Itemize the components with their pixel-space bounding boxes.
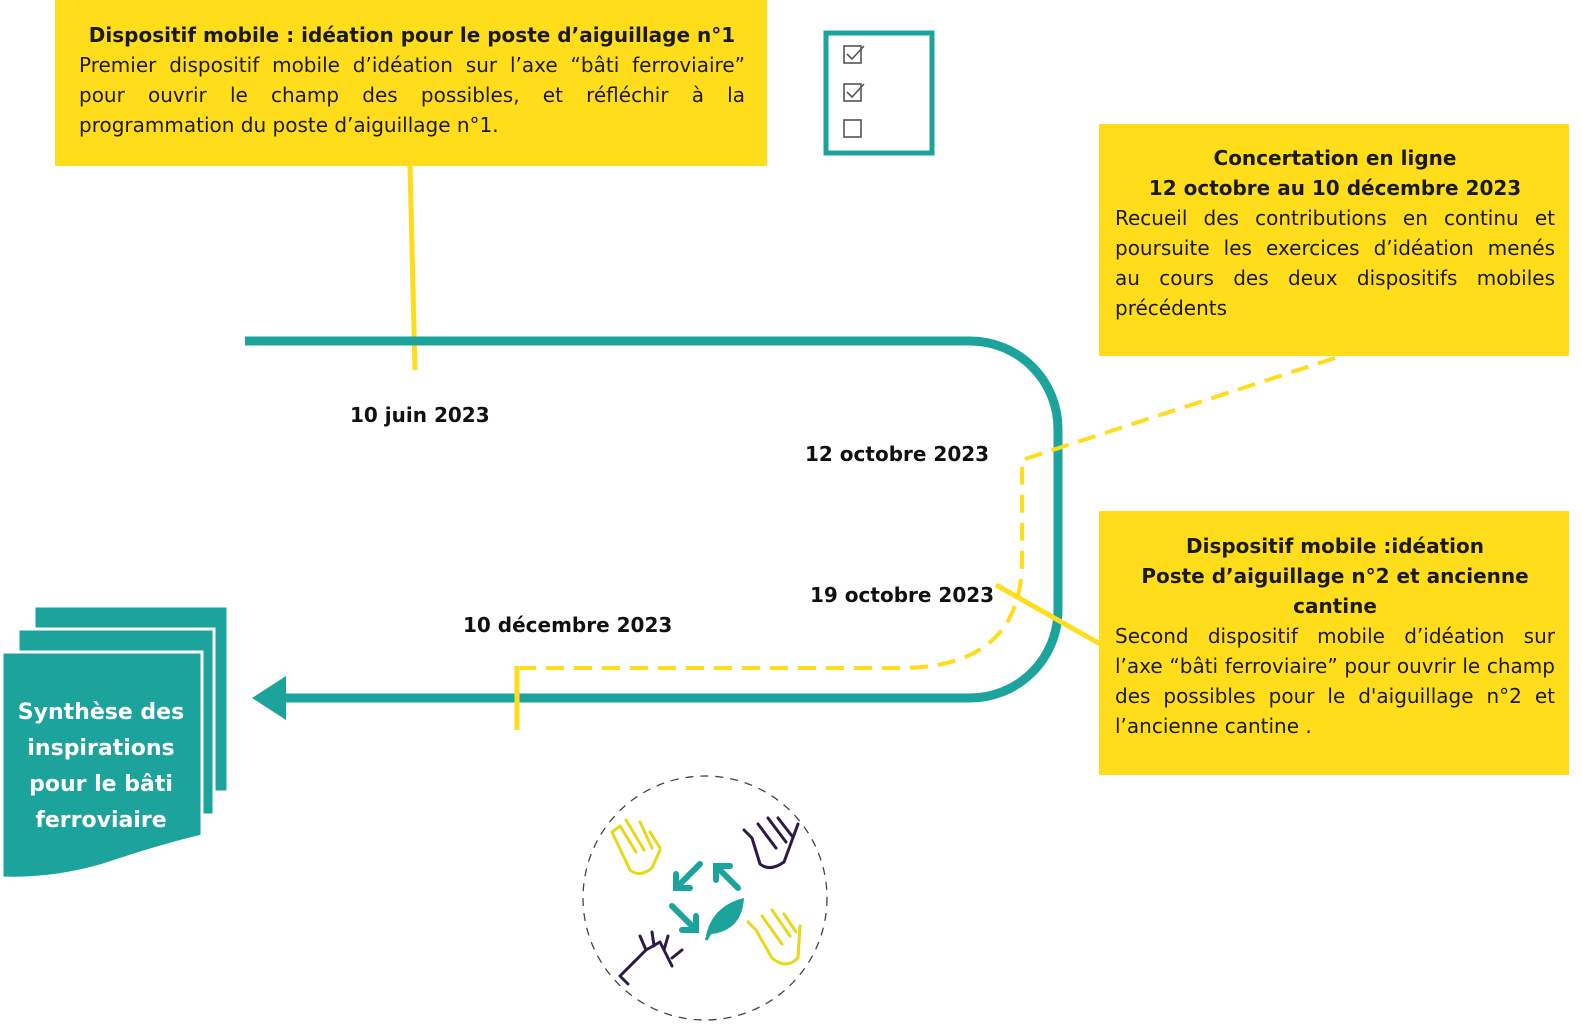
event-box-body: Premier dispositif mobile d’idéation sur… [79,53,745,137]
document-stack-icon [0,604,230,880]
event-box-mobile-2: Dispositif mobile :idéation Poste d’aigu… [1099,511,1569,775]
date-label-12-octobre: 12 octobre 2023 [805,442,990,466]
timeline-arrowhead [252,676,286,720]
checklist-icon [823,30,935,156]
synthesis-label: Synthèse des inspirations pour le bâti f… [17,700,185,833]
event-box-title: Dispositif mobile : idéation pour le pos… [88,23,736,47]
event-box-mobile-1: Dispositif mobile : idéation pour le pos… [55,0,767,166]
connector-box1 [407,165,418,371]
date-label-10-juin: 10 juin 2023 [350,403,490,427]
timeline-track [245,336,1063,703]
event-box-title: Dispositif mobile :idéation [1185,534,1485,558]
connector-box2-dashed [520,356,1336,670]
date-label-19-octobre: 19 octobre 2023 [810,583,995,607]
event-box-subtitle: Poste d’aiguillage n°2 et ancienne canti… [1141,564,1529,618]
event-box-subtitle: 12 octobre au 10 décembre 2023 [1148,176,1522,200]
connector-box3 [994,582,1104,648]
date-label-10-decembre: 10 décembre 2023 [463,613,673,637]
event-box-online: Concertation en ligne 12 octobre au 10 d… [1099,124,1569,356]
event-box-body: Recueil des contributions en continu et … [1115,206,1555,320]
collaboration-hands-cycle-icon [582,775,828,1021]
event-box-title: Concertation en ligne [1213,146,1457,170]
event-box-body: Second dispositif mobile d’idéation sur … [1115,624,1555,738]
